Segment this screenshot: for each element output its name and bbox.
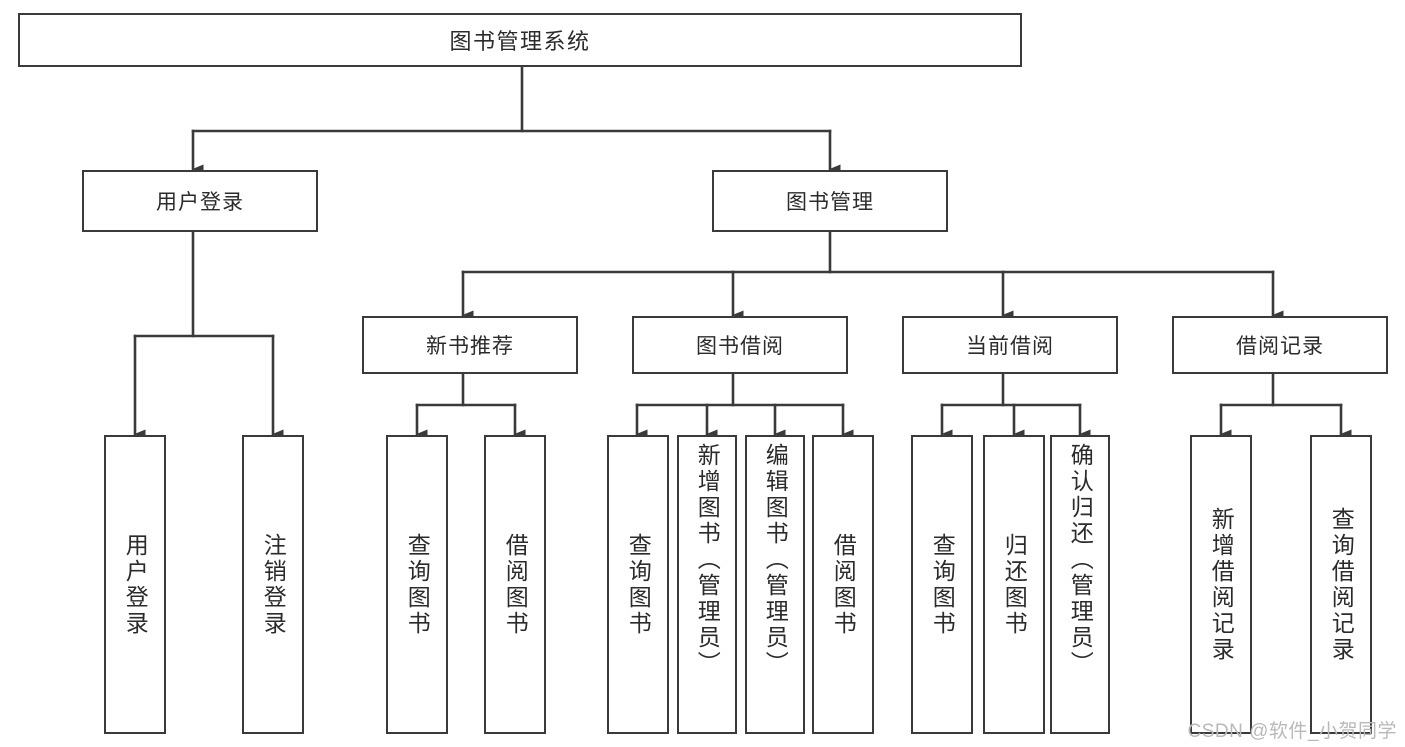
node-leaf-3[interactable]: 查询图书 xyxy=(386,435,448,734)
node-leaf-4-label: 借阅图书 xyxy=(502,532,529,637)
watermark: CSDN @软件_小贺同学 xyxy=(1187,721,1397,742)
node-leaf-6[interactable]: 新增图书（管理员） xyxy=(677,435,737,734)
node-level1-2-label: 图书管理 xyxy=(786,191,874,214)
node-root-label: 图书管理系统 xyxy=(449,29,591,54)
node-leaf-4[interactable]: 借阅图书 xyxy=(484,435,546,734)
node-leaf-6-label: 新增图书（管理员） xyxy=(694,443,721,677)
node-leaf-3-label: 查询图书 xyxy=(404,532,431,637)
node-level1-1-label: 用户登录 xyxy=(156,191,244,214)
node-level2-1[interactable]: 新书推荐 xyxy=(362,316,578,374)
node-leaf-5[interactable]: 查询图书 xyxy=(607,435,669,734)
node-level2-2-label: 图书借阅 xyxy=(696,335,784,358)
node-leaf-9-label: 查询图书 xyxy=(929,532,956,637)
node-leaf-9[interactable]: 查询图书 xyxy=(911,435,973,734)
node-leaf-8-label: 借阅图书 xyxy=(830,532,857,637)
node-leaf-10[interactable]: 归还图书 xyxy=(983,435,1045,734)
node-level2-4[interactable]: 借阅记录 xyxy=(1172,316,1388,374)
node-leaf-8[interactable]: 借阅图书 xyxy=(812,435,874,734)
node-leaf-13-label: 查询借阅记录 xyxy=(1328,506,1355,663)
node-leaf-2[interactable]: 注销登录 xyxy=(242,435,304,734)
node-level2-3-label: 当前借阅 xyxy=(966,335,1054,358)
node-level2-2[interactable]: 图书借阅 xyxy=(632,316,848,374)
node-leaf-12-label: 新增借阅记录 xyxy=(1208,506,1235,663)
node-level2-1-label: 新书推荐 xyxy=(426,335,514,358)
node-leaf-10-label: 归还图书 xyxy=(1001,532,1028,637)
node-leaf-1[interactable]: 用户登录 xyxy=(104,435,166,734)
node-leaf-7-label: 编辑图书（管理员） xyxy=(762,443,789,677)
node-leaf-5-label: 查询图书 xyxy=(625,532,652,637)
node-level1-2[interactable]: 图书管理 xyxy=(712,170,948,232)
node-root[interactable]: 图书管理系统 xyxy=(18,13,1022,67)
node-leaf-11[interactable]: 确认归还（管理员） xyxy=(1050,435,1110,734)
node-leaf-1-label: 用户登录 xyxy=(122,532,149,637)
node-level2-4-label: 借阅记录 xyxy=(1236,335,1324,358)
node-leaf-12[interactable]: 新增借阅记录 xyxy=(1190,435,1252,734)
node-leaf-11-label: 确认归还（管理员） xyxy=(1067,443,1094,677)
node-level1-1[interactable]: 用户登录 xyxy=(82,170,318,232)
node-level2-3[interactable]: 当前借阅 xyxy=(902,316,1118,374)
node-leaf-13[interactable]: 查询借阅记录 xyxy=(1310,435,1372,734)
node-leaf-7[interactable]: 编辑图书（管理员） xyxy=(745,435,805,734)
node-leaf-2-label: 注销登录 xyxy=(260,532,287,637)
